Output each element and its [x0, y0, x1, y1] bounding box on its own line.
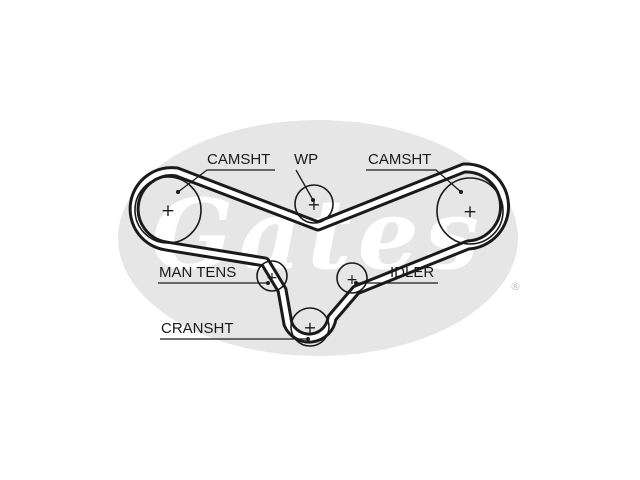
center-camshaft-right: +	[463, 202, 477, 222]
leader-dots	[176, 190, 463, 341]
pulley-manual-tensioner	[256, 260, 288, 292]
component-labels: CAMSHT WP CAMSHT MAN TENS IDLER CRANSHT	[159, 151, 434, 337]
dot-manual-tensioner	[266, 281, 270, 285]
label-water-pump: WP	[294, 151, 318, 168]
dot-camshaft-right	[459, 190, 463, 194]
dot-camshaft-left	[176, 190, 180, 194]
label-manual-tensioner: MAN TENS	[159, 264, 236, 281]
pulley-crankshaft	[290, 307, 330, 347]
pulleys	[134, 176, 504, 347]
registered-mark: ®	[510, 280, 521, 293]
leader-water-pump	[295, 169, 314, 201]
label-camshaft-left: CAMSHT	[207, 151, 270, 168]
center-camshaft-left: +	[161, 201, 175, 221]
gates-logo: Gates ®	[118, 120, 521, 356]
pulley-camshaft-left	[134, 176, 202, 244]
logo-ellipse	[118, 120, 518, 356]
leader-lines	[158, 169, 462, 340]
label-idler: IDLER	[390, 264, 434, 281]
pulley-centers: + + + + + +	[161, 195, 477, 337]
logo-text: Gates	[151, 178, 485, 291]
label-camshaft-right: CAMSHT	[368, 151, 431, 168]
pulley-idler	[336, 262, 368, 294]
leader-camshaft-right	[366, 169, 462, 193]
center-water-pump: +	[307, 195, 320, 214]
dot-crankshaft	[306, 337, 310, 341]
pulley-water-pump	[294, 184, 334, 224]
label-crankshaft: CRANSHT	[161, 320, 234, 337]
center-idler: +	[346, 272, 358, 288]
dot-water-pump	[311, 198, 315, 202]
center-manual-tensioner: +	[266, 270, 278, 286]
leader-camshaft-left	[177, 169, 275, 193]
center-crankshaft: +	[303, 318, 316, 337]
dot-idler	[354, 281, 358, 285]
pulley-camshaft-right	[436, 177, 504, 245]
belt-inner	[131, 165, 507, 341]
timing-belt	[128, 162, 510, 344]
